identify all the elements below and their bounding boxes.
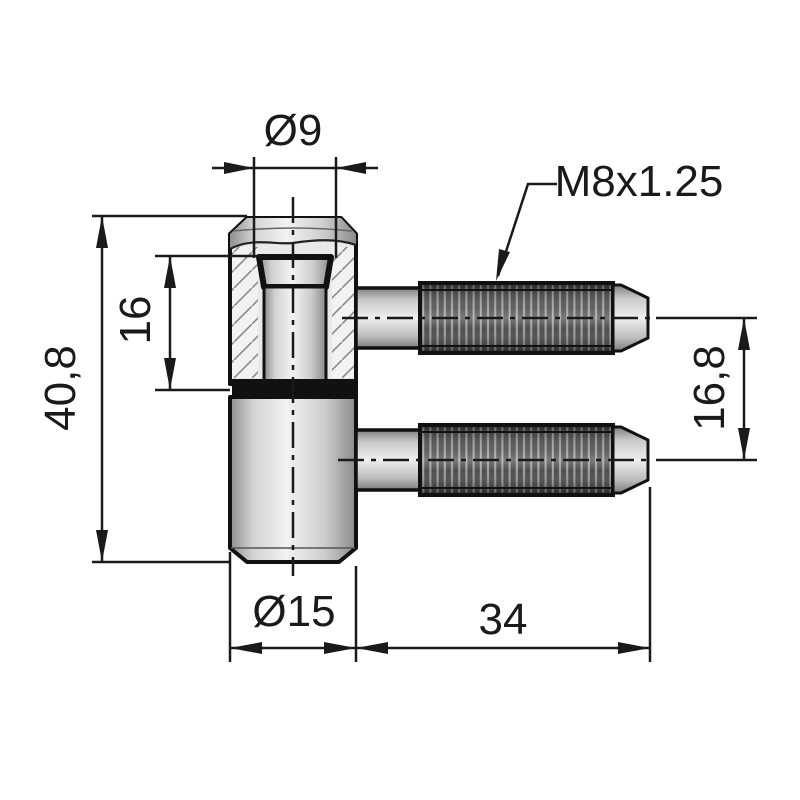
dim-label-thread-spec: M8x1.25 [554, 157, 724, 206]
top-rim-line [233, 227, 353, 232]
arrowhead [224, 162, 254, 174]
arrowhead [324, 642, 356, 654]
dim-label-pin-diameter: Ø9 [263, 106, 323, 155]
arrowhead [96, 530, 108, 562]
arrowhead [164, 358, 176, 390]
arrowhead [230, 642, 262, 654]
leader-line [496, 182, 557, 277]
hinge-pin [256, 254, 334, 386]
arrowhead [356, 642, 388, 654]
hinge-body [228, 216, 358, 564]
arrowhead [618, 642, 650, 654]
dim-pin-depth [155, 254, 261, 392]
section-wall-right [332, 247, 354, 378]
arrowhead [496, 249, 510, 281]
section-wall-left [232, 247, 258, 378]
leader-thread-spec [496, 182, 557, 281]
pin-cap [256, 254, 334, 290]
dim-label-overall-height: 40,8 [36, 345, 85, 431]
arrowhead [96, 216, 108, 248]
arrowhead [738, 428, 750, 460]
dim-label-stud-spacing: 16,8 [685, 345, 734, 431]
arrowhead [336, 162, 366, 174]
dim-overall-height [92, 214, 247, 564]
dim-label-stud-length: 34 [478, 595, 528, 644]
dim-pin-diameter [212, 157, 378, 258]
dim-stud-length [356, 487, 652, 662]
dim-stud-spacing [738, 318, 750, 460]
dim-body-diameter [228, 552, 358, 662]
centerlines [291, 197, 757, 576]
arrowhead [738, 318, 750, 350]
dim-label-pin-depth: 16 [111, 295, 160, 345]
arrowhead [164, 256, 176, 288]
knuckle-joint [232, 379, 358, 397]
dim-label-body-diameter: Ø15 [252, 587, 336, 636]
pin-shaft [262, 285, 328, 386]
